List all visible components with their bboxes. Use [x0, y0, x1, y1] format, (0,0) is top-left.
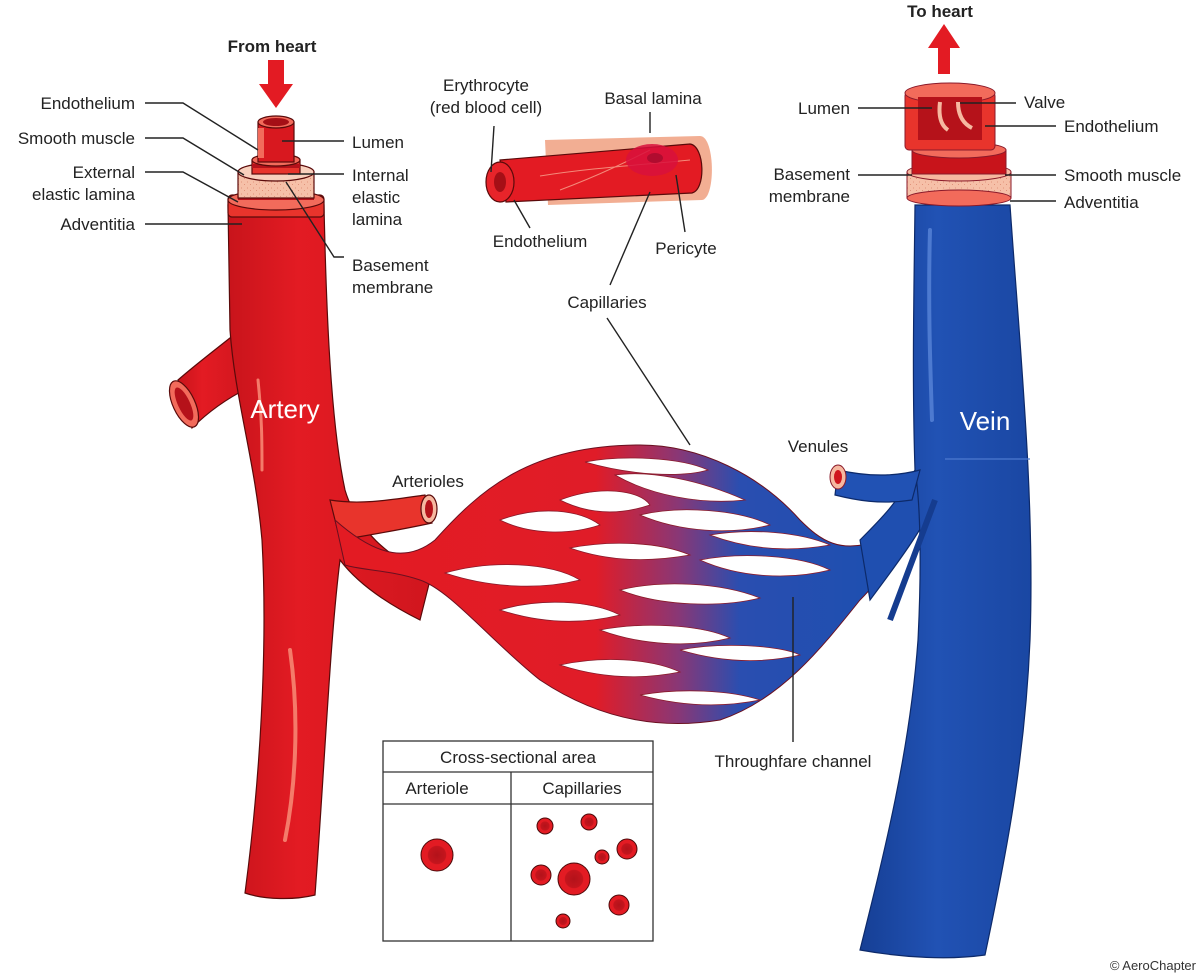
vein-lumen-label: Lumen [798, 99, 850, 118]
from-heart-label: From heart [228, 37, 317, 56]
vein-valve [937, 101, 973, 132]
artery-elastic-lamina-label: elastic lamina [32, 185, 136, 204]
artery-trunk [227, 204, 431, 900]
copyright-label: © AeroChapter [1110, 958, 1197, 973]
vein: To heart Vein [829, 2, 1032, 959]
capillaries-cross-section [530, 813, 638, 929]
artery-smooth-muscle-label: Smooth muscle [18, 129, 135, 148]
artery: From heart Artery [168, 37, 438, 900]
artery-highlight [283, 648, 298, 842]
capillary-circle [557, 862, 591, 896]
vein-valve-label: Valve [1024, 93, 1065, 112]
venule-stub [834, 469, 921, 503]
capillary-detail [485, 136, 712, 205]
vein-label: Vein [960, 406, 1011, 436]
table-col-capillaries: Capillaries [542, 779, 621, 798]
artery-lumen-label: Lumen [352, 133, 404, 152]
red-blood-cell-label: (red blood cell) [430, 98, 542, 117]
artery-elastic-label: elastic [352, 188, 401, 207]
erythrocyte-label: Erythrocyte [443, 76, 529, 95]
venules-label: Venules [788, 437, 849, 456]
vein-basement-label: Basement [773, 165, 850, 184]
vein-trunk [859, 204, 1032, 959]
table-col-arteriole: Arteriole [405, 779, 468, 798]
artery-adventitia-label: Adventitia [60, 215, 135, 234]
arteriole-circle [420, 838, 454, 872]
vein-labels: Lumen Basement membrane Valve Endotheliu… [769, 93, 1181, 212]
network-gaps [443, 457, 832, 706]
capillary-circle [608, 894, 630, 916]
capillary-circle [555, 913, 571, 929]
capillary-labels: Erythrocyte (red blood cell) Basal lamin… [430, 76, 717, 312]
artery-leaders [145, 102, 344, 258]
artery-external-label: External [73, 163, 135, 182]
cross-section-table: Cross-sectional area Arteriole Capillari… [382, 740, 654, 942]
arteriole-stub [329, 494, 433, 541]
vein-smooth-muscle-label: Smooth muscle [1064, 166, 1181, 185]
capillaries-leader [606, 317, 691, 446]
capillary-endothelium-label: Endothelium [493, 232, 588, 251]
capillary-circle [580, 813, 598, 831]
artery-basement-label: Basement [352, 256, 429, 275]
vein-lumen [918, 97, 982, 140]
artery-endothelium-label: Endothelium [40, 94, 135, 113]
capillary-leaders [490, 112, 686, 286]
arteriole-cross-section [420, 838, 454, 872]
vein-endothelium-label: Endothelium [1064, 117, 1159, 136]
artery-label: Artery [250, 394, 319, 424]
vein-membrane-label: membrane [769, 187, 850, 206]
basal-lamina-label: Basal lamina [604, 89, 702, 108]
throughfare-channel-label: Throughfare channel [715, 752, 872, 771]
to-heart-arrow-icon [928, 24, 960, 74]
capillary-circle [536, 817, 554, 835]
capillary-circle [594, 849, 610, 865]
vein-leaders [858, 102, 1056, 202]
arterioles-label: Arterioles [392, 472, 464, 491]
pericyte-label: Pericyte [655, 239, 716, 258]
vein-adventitia-label: Adventitia [1064, 193, 1139, 212]
artery-internal-label: Internal [352, 166, 409, 185]
to-heart-label: To heart [907, 2, 973, 21]
capillaries-label: Capillaries [567, 293, 646, 312]
artery-labels: Endothelium Smooth muscle External elast… [18, 94, 433, 297]
capillary-circle [530, 864, 552, 886]
artery-membrane-label: membrane [352, 278, 433, 297]
from-heart-arrow-icon [259, 60, 293, 108]
capillary-circle [616, 838, 638, 860]
artery-lamina-label: lamina [352, 210, 403, 229]
table-title: Cross-sectional area [440, 748, 596, 767]
artery-lumen [263, 118, 289, 126]
